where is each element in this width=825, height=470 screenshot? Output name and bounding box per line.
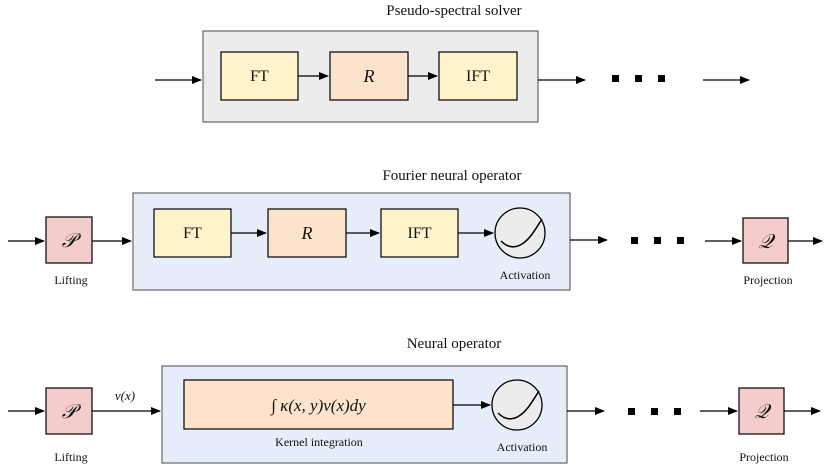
fno-title: Fourier neural operator (382, 168, 521, 184)
ft-label: FT (250, 68, 269, 85)
ift-label: IFT (466, 68, 490, 85)
pseudo-spectral-title: Pseudo-spectral solver (386, 3, 521, 19)
neural-operator-row: Neural operator 𝒫 Lifting v(x) ∫ κ(x, y)… (8, 336, 821, 464)
activation-label: Activation (500, 268, 551, 282)
ft-block (153, 208, 232, 258)
kernel-integration-label: Kernel integration (275, 435, 363, 449)
ift-label: IFT (408, 225, 432, 242)
activation-label: Activation (497, 440, 548, 454)
activation-curve-icon (491, 379, 543, 431)
projection-label: Projection (739, 450, 788, 464)
ellipsis-dots-icon (612, 75, 665, 82)
activation-curve-icon (494, 207, 546, 259)
ft-label: FT (183, 225, 202, 242)
lifting-label: Lifting (54, 450, 87, 464)
projection-q-symbol: 𝒬 (758, 229, 776, 253)
r-block (267, 208, 347, 258)
lifting-label: Lifting (54, 273, 87, 287)
r-label: R (301, 223, 313, 243)
lifting-block (45, 216, 93, 264)
vx-label: v(x) (115, 388, 135, 403)
projection-block (738, 387, 785, 435)
fno-row: Fourier neural operator 𝒫 Lifting FT R I… (8, 168, 823, 291)
r-label: R (363, 66, 375, 86)
ift-block (438, 51, 518, 101)
ft-block (220, 51, 299, 101)
r-block (329, 51, 409, 101)
ellipsis-dots-icon (628, 408, 681, 415)
pseudo-spectral-solver-row: Pseudo-spectral solver FT R IFT (155, 3, 750, 123)
projection-q-symbol: 𝒬 (754, 399, 772, 423)
kernel-formula: ∫ κ(x, y)v(x)dy (270, 396, 366, 416)
ift-block (380, 208, 459, 258)
ellipsis-dots-icon (631, 237, 684, 244)
projection-label: Projection (743, 273, 792, 287)
kernel-integration-block (183, 379, 454, 430)
neural-operator-title: Neural operator (407, 336, 502, 352)
